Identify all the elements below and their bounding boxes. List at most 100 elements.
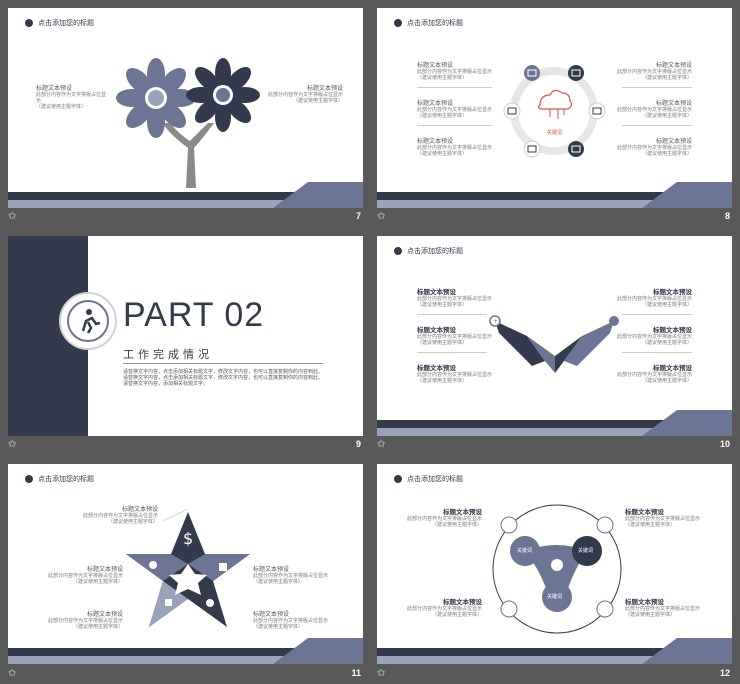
text-block-r2: 标题文本预设 此部分内容作为文字排版占位显示 （建议使用主题字体）: [617, 98, 692, 119]
v-shape-graphic: +: [489, 315, 619, 373]
header-dot: [394, 19, 402, 27]
item-title: 标题文本预设: [253, 566, 290, 573]
item-desc: （建议使用主题字体）: [417, 340, 468, 346]
text-block-r2: 标题文本预设 此部分内容作为文字排版占位显示 （建议使用主题字体）: [617, 324, 692, 346]
item-desc: 此部分内容作为文字排版占位显示: [625, 516, 701, 522]
item-desc: 此部分内容作为文字排版占位显示: [417, 334, 493, 340]
text-block-r3: 标题文本预设 此部分内容作为文字排版占位显示 （建议使用主题字体）: [617, 362, 692, 384]
text-block-right: 标题文本预设 此部分内容作为文字排版占位显示 （建议使用主题字体）: [263, 83, 343, 104]
star-icon[interactable]: ✩: [8, 668, 17, 679]
bottom-bar: [8, 182, 363, 208]
bottom-bar: [377, 182, 732, 208]
item-desc: 此部分内容作为文字排版占位显示: [617, 69, 693, 75]
slide-thumbnail-12[interactable]: 点击添加您的标题 标题文本预设 此部分内容作为文字排版占位显示 （建议使用主题字…: [377, 464, 732, 664]
slide-footer-7: ✩ 7: [8, 211, 363, 227]
center-keyword: 关键词: [547, 130, 563, 136]
item-desc: 此部分内容作为文字排版占位显示: [617, 107, 693, 113]
text-block-tl: 标题文本预设 此部分内容作为文字排版占位显示 （建议使用主题字体）: [407, 506, 482, 528]
star-icon[interactable]: ✩: [377, 439, 386, 450]
divider: [417, 87, 492, 88]
slide-thumbnail-9[interactable]: PART 02 工作完成情况 请替换文字内容，点击添加相关标题文字，修改文字内容…: [8, 236, 363, 436]
item-title: 标题文本预设: [443, 508, 482, 516]
item-desc: 此部分内容作为文字排版占位显示: [48, 573, 124, 579]
star-puzzle-graphic: $: [126, 509, 250, 627]
item-title: 标题文本预设: [417, 62, 454, 69]
text-block-r1: 标题文本预设 此部分内容作为文字排版占位显示 （建议使用主题字体）: [617, 60, 692, 81]
slide-footer-12: ✩ 12: [377, 668, 732, 684]
star-icon[interactable]: ✩: [377, 668, 386, 679]
text-block-l3: 标题文本预设 此部分内容作为文字排版占位显示 （建议使用主题字体）: [417, 362, 492, 384]
item-desc: 此部分内容作为文字排版占位显示: [267, 92, 343, 98]
slide-header-title: 点击添加您的标题: [407, 247, 463, 255]
item-desc: （建议使用主题字体）: [641, 75, 692, 81]
slide-thumbnail-8[interactable]: 点击添加您的标题 标题文本预设 此部分内容作为文字排版占位显示 （建议使用主题字…: [377, 8, 732, 208]
item-desc: （建议使用主题字体）: [36, 104, 87, 110]
triple-circle-graphic: [492, 504, 622, 634]
slide-number: 12: [719, 668, 730, 678]
star-icon[interactable]: ✩: [377, 211, 386, 222]
item-desc: 此部分内容作为文字排版占位显示: [625, 606, 701, 612]
slide-footer-11: ✩ 11: [8, 668, 363, 684]
item-desc: 此部分内容作为文字排版占位显示: [417, 145, 493, 151]
item-desc: （建议使用主题字体）: [417, 378, 468, 384]
bottom-bar: [377, 638, 732, 664]
item-desc: （建议使用主题字体）: [641, 378, 692, 384]
slide-thumbnail-11[interactable]: 点击添加您的标题 标题文本预设 此部分内容作为文字排版占位显示 （建议使用主题字…: [8, 464, 363, 664]
item-title: 标题文本预设: [655, 62, 692, 69]
text-block-tr: 标题文本预设 此部分内容作为文字排版占位显示 （建议使用主题字体）: [625, 506, 705, 528]
item-desc: （建议使用主题字体）: [431, 612, 482, 618]
item-desc: 此部分内容作为文字排版占位显示: [417, 372, 493, 378]
item-desc: （建议使用主题字体）: [253, 579, 304, 585]
circle-keyword: 关键词: [578, 548, 594, 554]
item-desc: 此部分内容作为文字排版占位显示: [407, 606, 483, 612]
slide-number: 7: [355, 211, 361, 221]
item-title: 标题文本预设: [653, 326, 692, 334]
text-block-l2: 标题文本预设 此部分内容作为文字排版占位显示 （建议使用主题字体）: [417, 324, 492, 346]
divider: [622, 125, 692, 126]
item-desc: 此部分内容作为文字排版占位显示: [83, 513, 159, 519]
circle-keyword: 关键词: [517, 548, 533, 554]
text-block-left: 标题文本预设 此部分内容作为文字排版占位显示 （建议使用主题字体）: [48, 564, 123, 585]
item-title: 标题文本预设: [306, 85, 343, 92]
text-block-r3: 标题文本预设 此部分内容作为文字排版占位显示 （建议使用主题字体）: [617, 136, 692, 157]
item-title: 标题文本预设: [655, 100, 692, 107]
item-title: 标题文本预设: [36, 85, 73, 92]
item-desc: （建议使用主题字体）: [431, 522, 482, 528]
item-desc: 此部分内容作为文字排版占位显示: [417, 107, 493, 113]
part-body: 请替换文字内容，点击添加相关标题文字，修改文字内容，也可以直接复制你的内容到此。…: [123, 369, 324, 387]
text-block-bottom-right: 标题文本预设 此部分内容作为文字排版占位显示 （建议使用主题字体）: [253, 609, 333, 630]
item-title: 标题文本预设: [653, 364, 692, 372]
slide-header-title: 点击添加您的标题: [38, 475, 94, 483]
header-dot: [394, 475, 402, 483]
item-title: 标题文本预设: [417, 138, 454, 145]
item-desc: （建议使用主题字体）: [641, 340, 692, 346]
circle-keyword: 关键词: [547, 594, 563, 600]
slide-thumbnail-10[interactable]: 点击添加您的标题 标题文本预设 此部分内容作为文字排版占位显示 （建议使用主题字…: [377, 236, 732, 436]
item-title: 标题文本预设: [121, 506, 158, 513]
slide-header-title: 点击添加您的标题: [407, 19, 463, 27]
item-title: 标题文本预设: [417, 100, 454, 107]
text-block-l1: 标题文本预设 此部分内容作为文字排版占位显示 （建议使用主题字体）: [417, 286, 492, 308]
star-icon[interactable]: ✩: [8, 439, 17, 450]
part-icon-circle: [59, 292, 117, 350]
slide-thumbnail-7[interactable]: 点击添加您的标题 标题文本预设 此部分内容作为文字排版占位显示 （建议使用主题字…: [8, 8, 363, 208]
item-desc: （建议使用主题字体）: [625, 522, 676, 528]
flower-tree-graphic: [116, 58, 260, 188]
slide-header-title: 点击添加您的标题: [38, 19, 94, 27]
item-desc: 此部分内容作为文字排版占位显示: [253, 573, 329, 579]
bottom-bar: [8, 638, 363, 664]
divider: [622, 352, 692, 353]
slide-number: 11: [351, 668, 361, 678]
part-subtitle: 工作完成情况: [123, 348, 213, 361]
item-title: 标题文本预设: [417, 326, 456, 334]
item-desc: 此部分内容作为文字排版占位显示: [617, 334, 693, 340]
text-block-l2: 标题文本预设 此部分内容作为文字排版占位显示 （建议使用主题字体）: [417, 98, 492, 119]
slide-number: 9: [355, 439, 361, 449]
item-title: 标题文本预设: [625, 598, 664, 606]
slide-number: 8: [724, 211, 730, 221]
star-icon[interactable]: ✩: [8, 211, 17, 222]
slide-footer-9: ✩ 9: [8, 439, 363, 455]
item-desc: （建议使用主题字体）: [641, 151, 692, 157]
slide-footer-8: ✩ 8: [377, 211, 732, 227]
item-title: 标题文本预设: [625, 508, 664, 516]
